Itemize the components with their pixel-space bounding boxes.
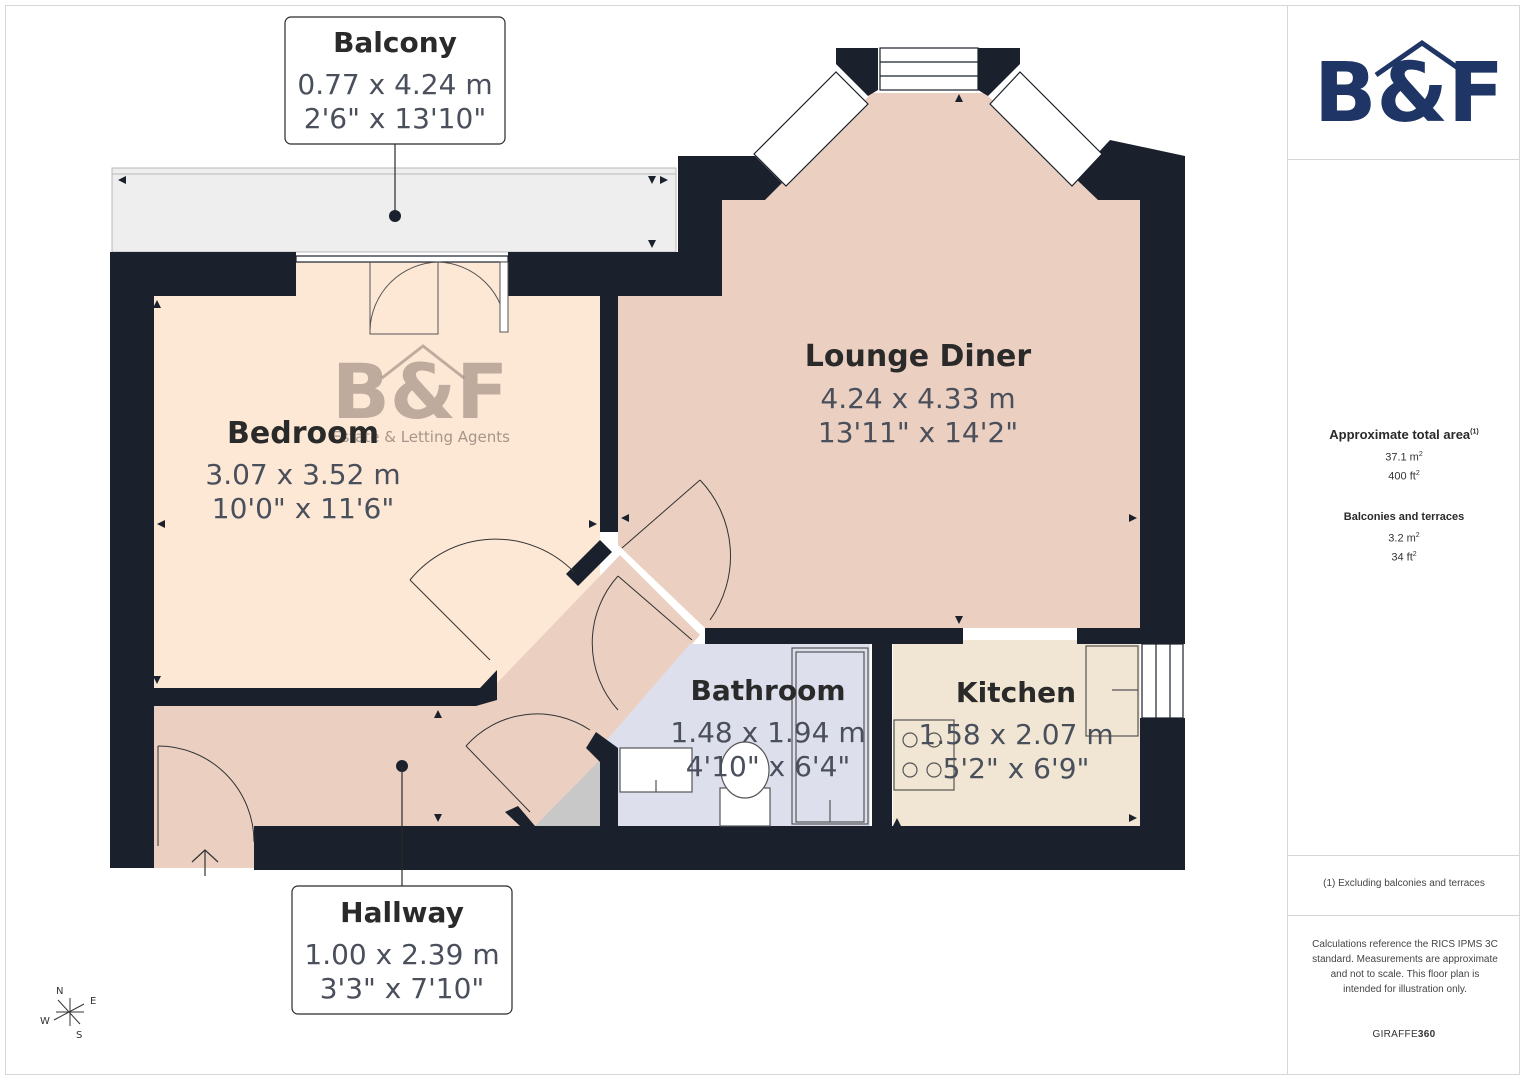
balcony-callout: Balcony 0.77 x 4.24 m 2'6" x 13'10": [284, 16, 506, 222]
info-sidebar: B&F Approximate total area(1) 37.1 m2 40…: [1287, 5, 1520, 1075]
svg-text:1.00 x 2.39 m: 1.00 x 2.39 m: [304, 938, 499, 971]
giraffe360-brand: GIRAFFE360: [1372, 1029, 1436, 1040]
total-area-block: Approximate total area(1) 37.1 m2 400 ft…: [1329, 427, 1479, 483]
calculation-note: Calculations reference the RICS IPMS 3C …: [1312, 939, 1498, 995]
bedroom-floor: [154, 296, 600, 690]
lounge-metric: 4.24 x 4.33 m: [820, 382, 1015, 415]
bathroom-imperial: 4'10" x 6'4": [686, 750, 851, 783]
compass-icon: N E S W: [40, 986, 96, 1041]
store-floor: [535, 760, 600, 826]
bedroom-name: Bedroom: [227, 416, 379, 451]
lounge-name: Lounge Diner: [805, 339, 1032, 374]
bedroom-imperial: 10'0" x 11'6": [212, 492, 394, 525]
page-frame: [5, 5, 1520, 1075]
footnote: (1) Excluding balconies and terraces: [1323, 878, 1485, 889]
bedroom-metric: 3.07 x 3.52 m: [205, 458, 400, 491]
windows: [295, 47, 1184, 719]
svg-text:S: S: [76, 1030, 82, 1041]
svg-text:Hallway: Hallway: [340, 896, 464, 929]
brand-logo: B&F: [1308, 35, 1508, 141]
watermark-logo: B&F Estate & Letting Agents: [332, 344, 510, 446]
floor-plan: B&F Estate & Letting Agents Lounge Diner…: [40, 16, 1185, 1041]
doors: [157, 261, 732, 846]
kitchen-name: Kitchen: [956, 676, 1076, 709]
svg-text:B&F: B&F: [332, 347, 508, 436]
fixtures: [619, 645, 1139, 827]
entrance-arrow-icon: [191, 849, 219, 876]
svg-text:E: E: [90, 996, 96, 1007]
balcony-floor: [111, 167, 677, 253]
svg-text:2'6" x 13'10": 2'6" x 13'10": [304, 102, 486, 135]
svg-text:0.77 x 4.24 m: 0.77 x 4.24 m: [297, 68, 492, 101]
bathroom-name: Bathroom: [690, 674, 845, 707]
kitchen-imperial: 5'2" x 6'9": [943, 752, 1090, 785]
dimension-markers: [118, 94, 1137, 826]
lounge-imperial: 13'11" x 14'2": [818, 416, 1018, 449]
svg-text:3'3" x 7'10": 3'3" x 7'10": [320, 972, 485, 1005]
hallway-callout: Hallway 1.00 x 2.39 m 3'3" x 7'10": [291, 760, 513, 1015]
svg-text:N: N: [56, 986, 63, 997]
svg-text:Estate & Letting Agents: Estate & Letting Agents: [332, 428, 510, 446]
svg-text:B&F: B&F: [1314, 46, 1504, 135]
kitchen-metric: 1.58 x 2.07 m: [918, 718, 1113, 751]
bathroom-metric: 1.48 x 1.94 m: [670, 716, 865, 749]
svg-text:Balcony: Balcony: [333, 26, 457, 59]
svg-text:W: W: [40, 1016, 50, 1027]
walls: [110, 48, 1185, 870]
hallway-floor: [154, 555, 700, 826]
lounge-floor: [618, 93, 1140, 628]
balcony-area-block: Balconies and terraces 3.2 m2 34 ft2: [1343, 511, 1465, 564]
